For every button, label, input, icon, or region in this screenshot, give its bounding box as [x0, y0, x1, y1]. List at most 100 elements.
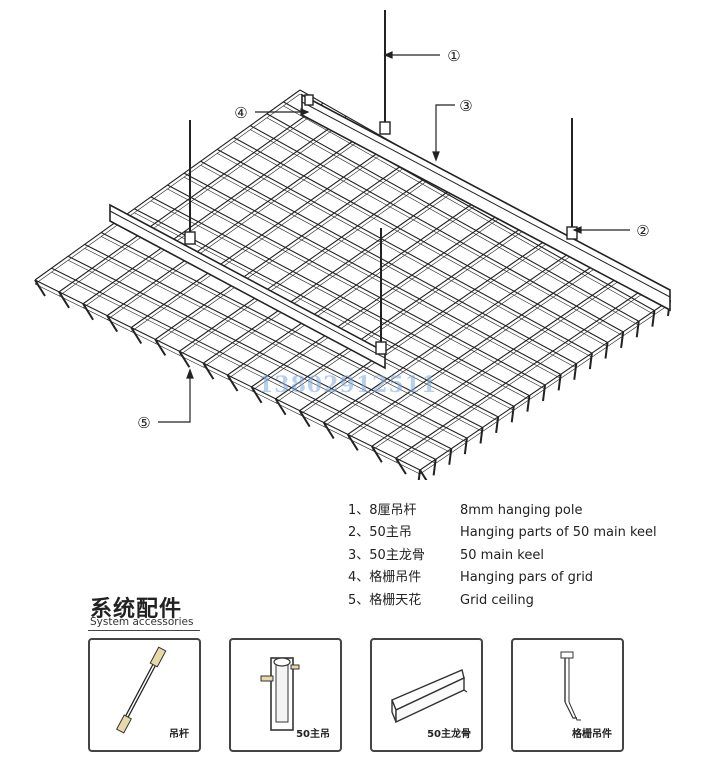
legend-zh: 2、50主吊 — [348, 525, 412, 541]
grid-line — [251, 207, 509, 388]
grid-fin — [635, 321, 640, 338]
grid-fin — [463, 438, 468, 455]
legend-row: 2、50主吊 Hanging parts of 50 main keel — [348, 522, 657, 544]
grid-fin — [419, 469, 428, 480]
grid-fin — [542, 384, 546, 402]
hanging-rod-icon — [116, 646, 167, 734]
grid-fin — [588, 353, 593, 370]
accessory-label: 吊杆 — [169, 729, 189, 740]
grid-fin — [154, 338, 167, 356]
grid-line-depth — [200, 164, 577, 369]
legend-en: Hanging parts of 50 main keel — [460, 525, 657, 541]
hanger-clips — [184, 94, 578, 355]
legend-en: Grid ceiling — [460, 592, 534, 608]
grid-line — [299, 233, 555, 412]
grid-line — [167, 184, 546, 386]
grid-line — [371, 273, 625, 447]
accessories-subtitle: System accessories — [90, 616, 194, 628]
grid-line-depth — [183, 176, 561, 379]
grid-line-depth — [266, 117, 639, 326]
grid-fin — [604, 342, 609, 359]
callout-4: ④ — [234, 104, 247, 122]
legend-row: 5、格栅天花 Grid ceiling — [348, 590, 657, 612]
grid-fin — [417, 469, 421, 480]
title-underline — [88, 630, 200, 631]
grid-line — [275, 220, 532, 400]
hanging-poles — [189, 10, 573, 350]
main-keel-front — [109, 203, 386, 370]
watermark-text: 13802912511 — [258, 372, 438, 398]
grid-fin — [432, 459, 437, 476]
grid-fin — [226, 374, 239, 392]
grid-line-depth — [347, 264, 601, 439]
grid-line — [216, 148, 593, 354]
grid-fin — [82, 303, 94, 321]
grid-line — [266, 113, 640, 322]
callout-numbers: ① ② ③ ④ ⑤ — [137, 47, 649, 432]
grid-line-depth — [275, 225, 532, 403]
grid-hanger-icon — [560, 651, 581, 721]
grid-fin — [557, 374, 562, 391]
grid-fin — [202, 362, 215, 380]
grid-fin — [130, 326, 143, 345]
main-hanger-icon — [260, 657, 300, 731]
grid-fin — [510, 406, 515, 423]
legend-row: 1、8厘吊杆 8mm hanging pole — [348, 500, 657, 522]
grid-line-depth — [251, 211, 509, 392]
accessory-card-main-hanger: 50主吊 — [229, 638, 342, 752]
main-keel-back — [301, 93, 671, 312]
grid-line-depth — [395, 290, 648, 463]
callout-1: ① — [447, 47, 460, 65]
legend-row: 3、50主龙骨 50 main keel — [348, 545, 657, 567]
grid-line — [250, 125, 624, 333]
grid-fin — [298, 410, 311, 428]
grid-fin — [620, 331, 625, 348]
legend-zh: 1、8厘吊杆 — [348, 503, 417, 518]
accessories-title: 系统配件 — [90, 597, 183, 622]
legend-zh: 5、格栅天花 — [348, 592, 422, 608]
grid-line-depth — [250, 129, 624, 337]
grid-fin — [526, 395, 531, 412]
grid-line-depth — [167, 188, 546, 390]
grid-fin — [250, 386, 263, 404]
grid-fin — [371, 445, 383, 463]
main-keel-icon — [391, 669, 468, 724]
parts-legend: 1、8厘吊杆 8mm hanging pole 2、50主吊 Hanging p… — [348, 500, 657, 612]
legend-en: 8mm hanging pole — [460, 503, 583, 518]
grid-line — [200, 160, 577, 365]
grid-fin — [573, 363, 578, 380]
accessory-label: 50主吊 — [296, 729, 330, 740]
callout-leaders — [158, 51, 630, 423]
accessory-card-main-keel: 50主龙骨 — [370, 638, 483, 752]
grid-line-depth — [323, 251, 578, 427]
legend-en: 50 main keel — [460, 547, 544, 563]
grid-line-depth — [233, 141, 608, 347]
main-keels — [109, 93, 671, 370]
grid-fin — [495, 416, 500, 433]
grid-ceiling-diagram: ① ② ③ ④ ⑤ — [34, 10, 671, 480]
accessory-label: 50主龙骨 — [427, 729, 471, 740]
grid-line-depth — [217, 153, 593, 358]
grid-line — [347, 260, 601, 435]
accessory-label: 格栅吊件 — [572, 729, 612, 740]
grid-line-depth — [371, 277, 624, 451]
grid-line-depth — [283, 105, 655, 315]
grid-fin — [34, 279, 46, 297]
callout-2: ② — [636, 222, 649, 240]
grid-line — [395, 286, 648, 459]
grid-line — [183, 172, 561, 375]
grid-fin — [479, 427, 484, 444]
grid-fin — [346, 433, 359, 451]
legend-zh: 3、50主龙骨 — [348, 547, 425, 563]
grid-fin — [58, 291, 70, 309]
legend-row: 4、格栅吊件 Hanging pars of grid — [348, 567, 657, 589]
grid-fin — [651, 310, 656, 327]
legend-en: Hanging pars of grid — [460, 570, 594, 586]
grid-fin — [274, 398, 287, 416]
accessory-card-hanging-rod: 吊杆 — [88, 638, 201, 752]
callout-3: ③ — [459, 97, 472, 115]
grid-fin — [395, 457, 407, 475]
grid-line-depth — [299, 238, 555, 415]
grid-edge-ticks — [34, 279, 671, 480]
ceiling-grid — [34, 89, 671, 475]
